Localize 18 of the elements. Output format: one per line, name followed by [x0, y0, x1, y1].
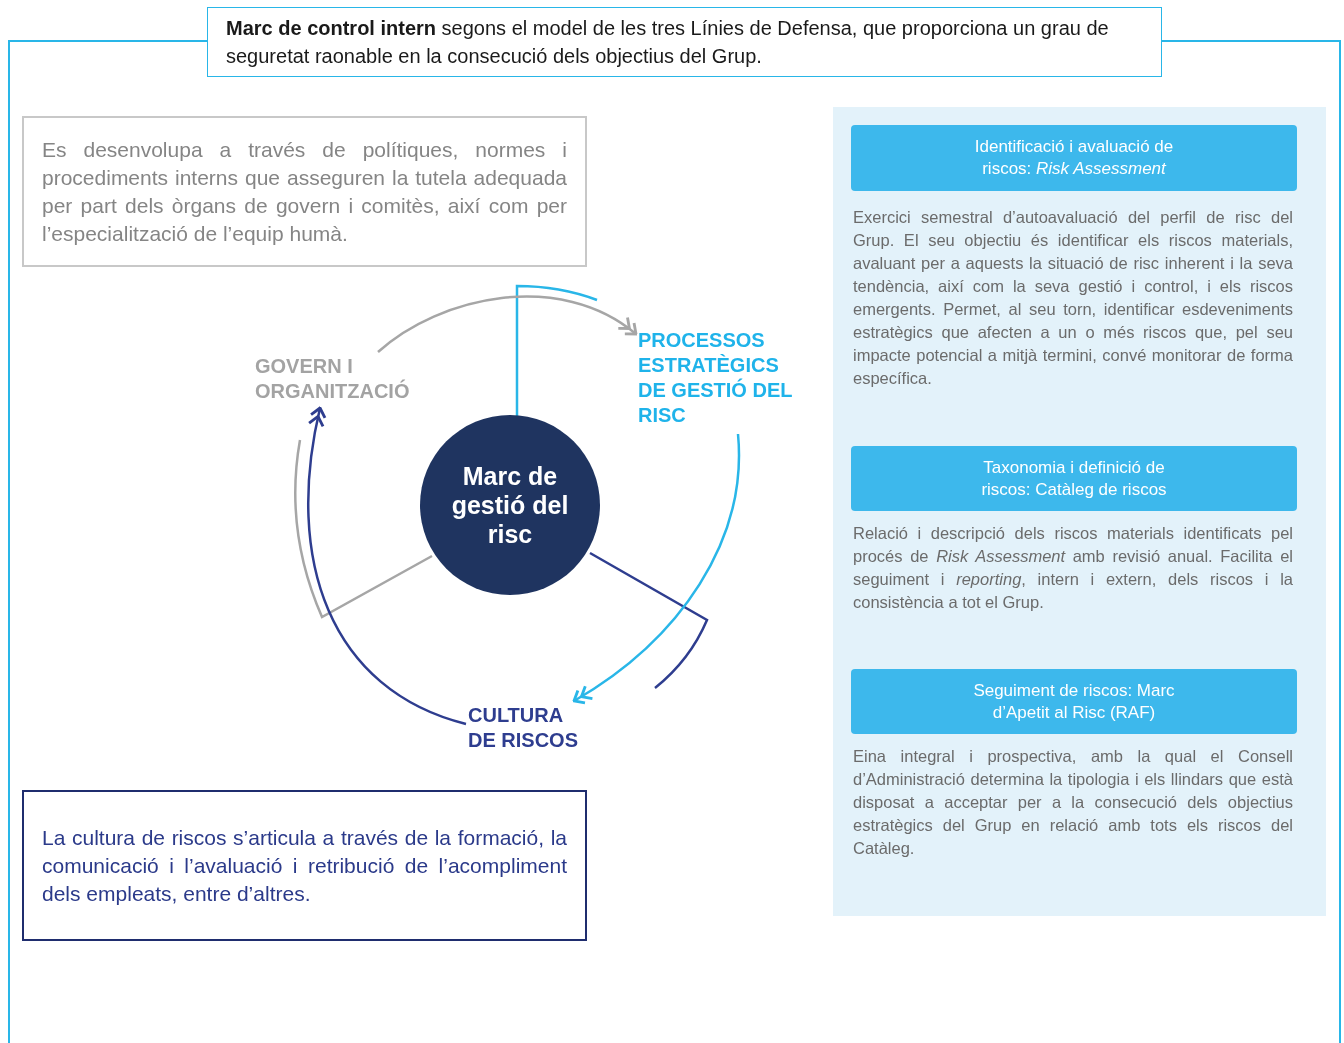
heading-bar [851, 669, 1297, 734]
heading-bar [851, 125, 1297, 191]
circle-text: Marc de gestió del risc [450, 461, 570, 549]
sector-label: CULTURA DE RISCOS [468, 703, 588, 757]
heading-text: Seguiment de riscos: Marc d’Apetit al Risc (RAF) [972, 679, 1176, 724]
heading-text: Taxonomia i definició de riscos: Catàleg de riscos [980, 456, 1168, 501]
note-box [22, 116, 587, 267]
heading-bar [851, 446, 1297, 511]
description-text: Relació i descripció dels riscos materials identificats pel procés de Risk Assessment amb revisió anual. Facilita el seguiment i reporting, intern i extern, dels riscos i la consistència a tot el Grup. [853, 523, 1293, 613]
title-text: Marc de control intern segons el model de les tres Línies de Defensa, que proporciona un grau de seguretat raonable en la consecució dels objectius del Grup. [226, 16, 1110, 69]
sector-label: PROCESSOS ESTRATÈGICS DE GESTIÓ DEL RISC [638, 328, 803, 432]
description-text: Exercici semestral d’autoavaluació del perfil de risc del Grup. El seu objectiu és identificar els riscos materials, avaluant per a aquests la situació de risc inherent i la seva tendència, així com la seva gestió i control, i els riscos emergents. Permet, al seu torn, identificar esdeveniments estratègics que afecten a un o més riscos que, pel seu impacte potencial a mitjà termini, convé monitorar de forma específica. [853, 207, 1293, 389]
heading-text: Identificació i avaluació de riscos: Risk Assessment [973, 136, 1175, 180]
sector-label: GOVERN I ORGANITZACIÓ [255, 354, 430, 406]
note-text: Es desenvolupa a través de polítiques, normes i procediments interns que asseguren la tutela adequada per part dels òrgans de govern i comitès, així com per l’especialització de l’equip humà. [42, 136, 567, 247]
note-text: La cultura de riscos s’articula a través de la formació, la comunicació i l’avaluació i retribució de l’acompliment dels empleats, entre d’altres. [42, 824, 567, 907]
description-text: Eina integral i prospectiva, amb la qual el Consell d’Administració determina la tipologia i els llindars que està disposat a acceptar per a la consecució dels objectius estratègics del Grup en relació amb tots els riscos del Catàleg. [853, 746, 1293, 859]
note-box [22, 790, 587, 941]
